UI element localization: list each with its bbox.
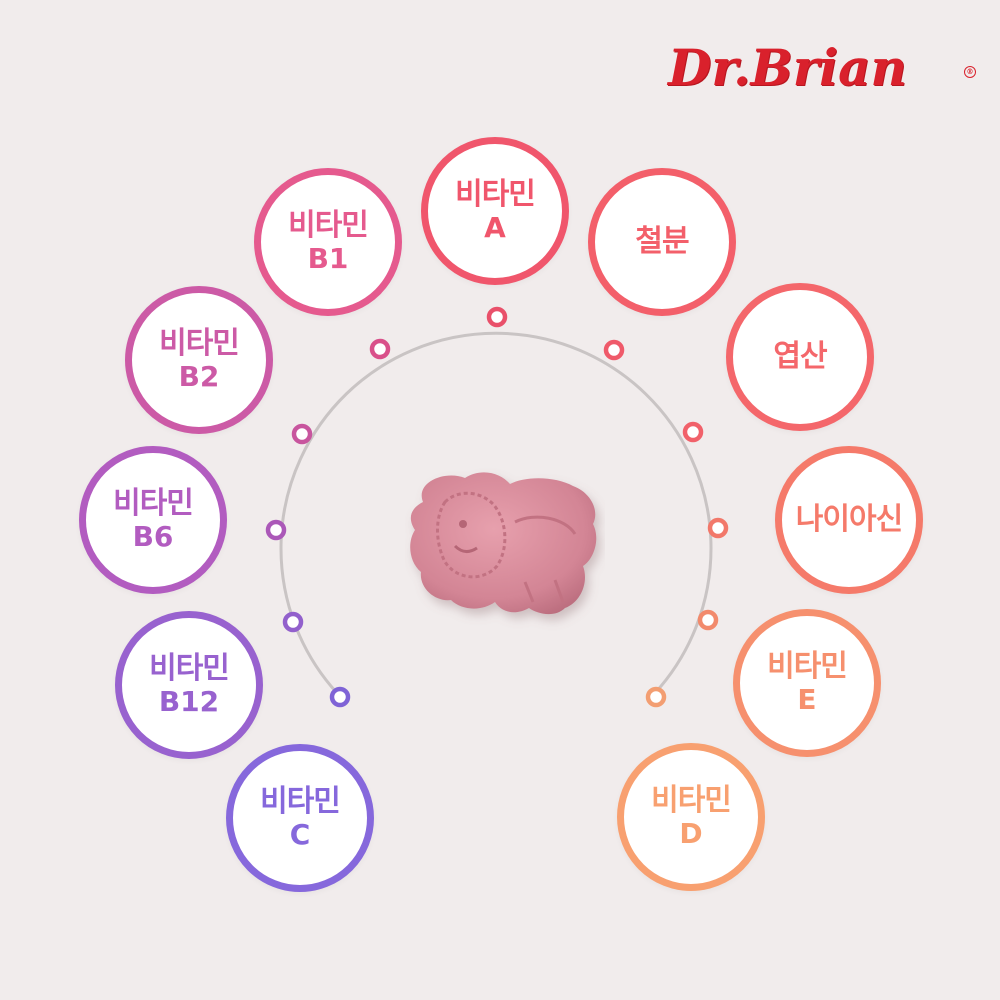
arc-dot-folic-acid: [682, 421, 704, 443]
arc-dot-vitamin-b2: [291, 423, 313, 445]
arc-dot-vitamin-c: [329, 686, 351, 708]
lion-tablet-body: [410, 472, 597, 615]
arc-dots: [265, 306, 729, 708]
nutrient-iron: 철분: [588, 168, 736, 316]
nutrient-label: 비타민: [767, 648, 848, 684]
nutrient-sublabel: D: [679, 817, 703, 851]
nutrient-label: 비타민: [159, 325, 240, 361]
arc-dot-vitamin-a: [486, 306, 508, 328]
nutrient-label: 비타민: [455, 176, 536, 212]
nutrient-vitamin-c: 비타민 C: [226, 744, 374, 892]
nutrient-label: 비타민: [288, 207, 369, 243]
nutrient-vitamin-e: 비타민 E: [733, 609, 881, 757]
nutrient-label: 비타민: [149, 650, 230, 686]
nutrient-sublabel: B6: [132, 520, 174, 554]
nutrient-label: 나이아신: [795, 501, 903, 537]
arc-dot-vitamin-b6: [265, 519, 287, 541]
nutrient-sublabel: C: [289, 818, 311, 852]
arc-track: [279, 331, 713, 695]
arc-dot-vitamin-e: [697, 609, 719, 631]
lion-body-detail: [514, 515, 577, 603]
nutrient-vitamin-b12: 비타민 B12: [115, 611, 263, 759]
nutrient-label: 비타민: [651, 782, 732, 818]
lion-mouth: [453, 544, 478, 553]
nutrient-label: 엽산: [773, 338, 827, 374]
nutrient-vitamin-b1: 비타민 B1: [254, 168, 402, 316]
arc-dot-iron: [603, 339, 625, 361]
nutrient-niacin: 나이아신: [775, 446, 923, 594]
nutrient-vitamin-b6: 비타민 B6: [79, 446, 227, 594]
nutrient-vitamin-a: 비타민 A: [421, 137, 569, 285]
arc-dot-niacin: [707, 517, 729, 539]
lion-eye: [459, 520, 467, 528]
nutrient-folic-acid: 엽산: [726, 283, 874, 431]
nutrient-label: 철분: [635, 223, 689, 259]
nutrient-sublabel: B1: [307, 242, 349, 276]
lion-mane-detail: [436, 491, 507, 579]
arc-dot-vitamin-b12: [282, 611, 304, 633]
nutrient-label: 비타민: [113, 485, 194, 521]
arc-dot-vitamin-d: [645, 686, 667, 708]
lion-tablet-image: [410, 472, 597, 615]
nutrient-sublabel: B2: [178, 360, 220, 394]
nutrient-sublabel: A: [484, 211, 506, 245]
nutrient-sublabel: E: [797, 683, 817, 717]
nutrient-label: 비타민: [260, 783, 341, 819]
arc-dot-vitamin-b1: [369, 338, 391, 360]
nutrient-vitamin-b2: 비타민 B2: [125, 286, 273, 434]
registered-mark: ®: [964, 66, 976, 78]
brand-logo: Dr.Brian ®: [668, 28, 978, 108]
brand-logo-text: Dr.Brian: [668, 38, 907, 97]
nutrient-vitamin-d: 비타민 D: [617, 743, 765, 891]
nutrient-sublabel: B12: [158, 685, 220, 719]
